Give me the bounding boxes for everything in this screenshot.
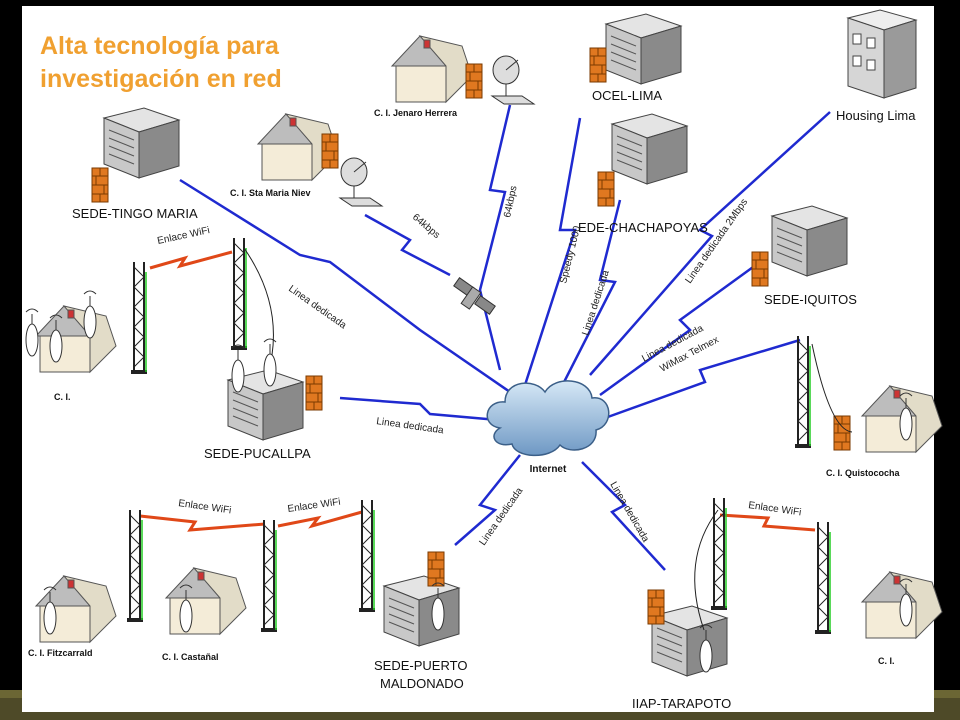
link-tingo — [179, 178, 511, 394]
speedy-label: Speedy 1000 — [558, 224, 583, 284]
dedicada-housing-label: Linea dedicada 2Mbps — [683, 197, 750, 286]
ci-left-label: C. I. — [54, 392, 71, 402]
tarapoto-label: IIAP-TARAPOTO — [632, 696, 731, 711]
node-jenaro: C. I. Jenaro Herrera — [374, 35, 535, 118]
dedicada-pucallpa-label: Linea dedicada — [376, 416, 445, 436]
tingo-label: SEDE-TINGO MARIA — [72, 206, 198, 221]
node-castanal: C. I. Castañal — [162, 519, 278, 662]
maldonado-label-1: SEDE-PUERTO — [374, 658, 467, 673]
wifi-links — [139, 250, 816, 532]
node-quistococha: C. I. Quistococha — [794, 335, 943, 478]
link-iquitos — [599, 260, 761, 397]
chachapoyas-label: EDE-CHACHAPOYAS — [578, 220, 708, 235]
wifi-top-label: Enlace WiFi — [156, 225, 210, 247]
wifi-br-label: Enlace WiFi — [748, 500, 802, 518]
castanal-label: C. I. Castañal — [162, 652, 219, 662]
link-ocel — [523, 117, 582, 386]
node-maldonado: SEDE-PUERTO MALDONADO — [358, 499, 467, 691]
dedicada-chacha-label: Linea dedicada — [580, 269, 612, 337]
maldonado-label-2: MALDONADO — [380, 676, 464, 691]
wifi-bl1-label: Enlace WiFi — [178, 498, 232, 516]
title-line-1: Alta tecnología para — [40, 32, 279, 60]
jenaro-label: C. I. Jenaro Herrera — [374, 108, 458, 118]
wifi-bl2-label: Enlace WiFi — [287, 497, 341, 515]
link-quistococha — [604, 338, 801, 420]
quistococha-label: C. I. Quistococha — [826, 468, 901, 478]
dedicada-maldonado-label: Linea dedicada — [477, 485, 525, 547]
link-jenaro — [478, 104, 512, 371]
node-pucallpa: SEDE-PUCALLPA — [204, 247, 323, 461]
link-housing — [589, 111, 831, 376]
node-chachapoyas: EDE-CHACHAPOYAS — [578, 113, 708, 235]
link-tarapoto — [581, 461, 666, 571]
pucallpa-label: SEDE-PUCALLPA — [204, 446, 311, 461]
satellite-icon — [453, 277, 496, 315]
ocel-label: OCEL-LIMA — [592, 88, 662, 103]
sat1-label: 64kbps — [410, 212, 442, 241]
link-chacha — [558, 199, 622, 391]
node-santamaria: C. I. Sta Maria Niev — [230, 113, 383, 207]
node-ocel: OCEL-LIMA — [589, 13, 682, 103]
slide-title: Alta tecnología para investigación en re… — [40, 30, 370, 96]
title-line-2: investigación en red — [40, 65, 282, 93]
santamaria-label: C. I. Sta Maria Niev — [230, 188, 311, 198]
fitzcarrald-label: C. I. Fitzcarrald — [28, 648, 93, 658]
ci-right-label: C. I. — [878, 656, 895, 666]
node-tarapoto: IIAP-TARAPOTO — [632, 497, 731, 711]
link-satellite — [364, 213, 451, 277]
node-iquitos: SEDE-IQUITOS — [751, 205, 857, 307]
node-ci-left: C. I. — [25, 237, 248, 402]
sat2-label: 64kbps — [502, 185, 519, 219]
internet-cloud: Internet — [486, 380, 610, 475]
housing-label: Housing Lima — [836, 108, 916, 123]
iquitos-label: SEDE-IQUITOS — [764, 292, 857, 307]
node-fitzcarrald: C. I. Fitzcarrald — [28, 509, 144, 658]
dedicated-links — [179, 104, 831, 571]
node-tingo: SEDE-TINGO MARIA — [72, 107, 198, 221]
node-housing: Housing Lima — [836, 9, 918, 123]
node-ci-right: C. I. — [814, 521, 943, 666]
internet-label: Internet — [530, 464, 567, 475]
link-maldonado — [454, 454, 521, 546]
link-pucallpa — [339, 396, 499, 422]
dedicada-tingo-label: Linea dedicada — [286, 283, 348, 331]
